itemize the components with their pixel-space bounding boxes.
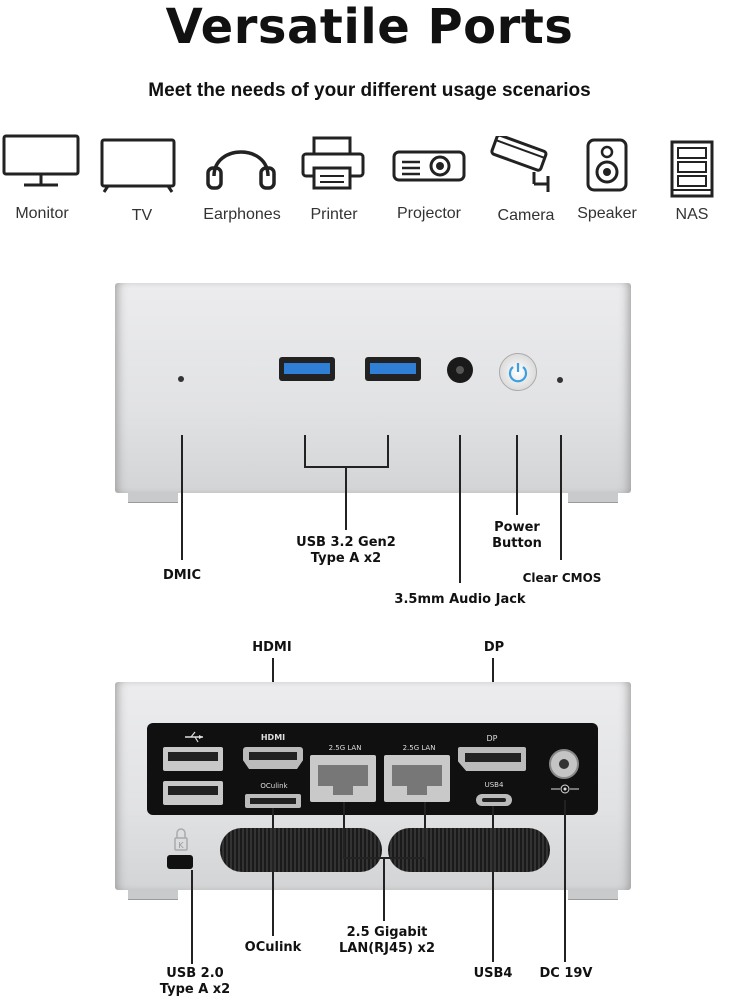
callout-usb20-line1: USB 2.0 — [166, 966, 224, 981]
power-icon — [508, 363, 528, 383]
front-foot-right — [568, 492, 618, 503]
dp-port — [458, 747, 526, 771]
vent-left — [220, 828, 382, 872]
usb32-line-left — [304, 435, 306, 467]
vent-right — [388, 828, 550, 872]
device-label-nas: NAS — [675, 206, 709, 223]
panel-label-hdmi: HDMI — [260, 733, 286, 742]
usb20-port-2 — [163, 781, 223, 805]
callout-usb32: USB 3.2 Gen2 Type A x2 — [280, 535, 412, 567]
callout-lan-line2: LAN(RJ45) x2 — [338, 941, 435, 956]
callout-dc: DC 19V — [539, 966, 593, 981]
page-subtitle: Meet the needs of your different usage s… — [148, 80, 591, 101]
device-label-tv: TV — [131, 207, 153, 224]
svg-text:K: K — [178, 841, 184, 850]
device-label-monitor: Monitor — [15, 205, 69, 222]
panel-label-lan1: 2.5G LAN — [328, 744, 362, 752]
callout-power: Power Button — [478, 520, 556, 552]
lan-line-down — [383, 857, 385, 921]
dmic-hole — [178, 376, 184, 382]
panel-label-usb4: USB4 — [484, 781, 504, 789]
hdmi-port — [243, 747, 303, 769]
front-foot-left — [128, 492, 178, 503]
panel-label-oculink: OCulink — [260, 782, 288, 790]
usb32-line-right — [387, 435, 389, 467]
dc-polarity-icon — [551, 784, 579, 794]
lan-line-right — [424, 802, 426, 858]
power-button[interactable] — [499, 353, 537, 391]
panel-label-dp: DP — [486, 734, 498, 743]
device-label-camera: Camera — [497, 207, 555, 224]
tv-icon — [100, 138, 176, 193]
clear-cmos-hole — [557, 377, 563, 383]
panel-label-lan2: 2.5G LAN — [402, 744, 436, 752]
callout-lan: 2.5 Gigabit LAN(RJ45) x2 — [320, 925, 454, 957]
oculink-line — [272, 808, 274, 936]
callout-usb4: USB4 — [473, 966, 513, 981]
kensington-slot — [167, 855, 193, 869]
nas-icon — [670, 140, 714, 198]
monitor-icon — [2, 134, 80, 187]
lan-port-1 — [310, 755, 376, 802]
lan-port-2 — [384, 755, 450, 802]
usb20-line — [191, 870, 193, 964]
page-title: Versatile Ports — [165, 0, 574, 55]
camera-icon — [490, 136, 550, 192]
rear-foot-right — [568, 889, 618, 900]
oculink-port — [245, 794, 301, 808]
usb32-port-2 — [365, 357, 421, 381]
callout-dp: DP — [483, 640, 505, 655]
headphones-icon — [206, 150, 276, 190]
dmic-line — [181, 435, 183, 560]
usb4-port — [476, 794, 512, 806]
device-label-speaker: Speaker — [577, 205, 637, 222]
device-label-printer: Printer — [310, 206, 358, 223]
device-label-projector: Projector — [396, 205, 462, 222]
usb32-line-down — [345, 466, 347, 530]
callout-dmic: DMIC — [162, 568, 202, 583]
callout-power-line1: Power — [494, 520, 540, 535]
device-label-earphones: Earphones — [203, 206, 281, 223]
usb4-line — [492, 806, 494, 962]
callout-lan-line1: 2.5 Gigabit — [346, 925, 428, 940]
dc-jack — [549, 749, 579, 779]
rear-foot-left — [128, 889, 178, 900]
dc-line — [564, 800, 566, 962]
power-line — [516, 435, 518, 515]
callout-hdmi: HDMI — [252, 640, 292, 655]
cmos-line — [560, 435, 562, 560]
audio-jack — [447, 357, 473, 383]
usb-symbol-icon — [185, 731, 203, 743]
callout-clear-cmos: Clear CMOS — [522, 571, 602, 585]
audio-line — [459, 435, 461, 583]
callout-oculink: OCulink — [244, 940, 302, 955]
projector-icon — [392, 150, 466, 182]
front-chassis — [115, 283, 631, 493]
callout-usb32-line2: Type A x2 — [310, 551, 382, 566]
lan-line-left — [343, 802, 345, 858]
callout-usb32-line1: USB 3.2 Gen2 — [296, 535, 396, 550]
callout-power-line2: Button — [492, 536, 542, 551]
callout-audio: 3.5mm Audio Jack — [394, 592, 526, 607]
speaker-icon — [586, 138, 628, 192]
callout-usb20: USB 2.0 Type A x2 — [140, 966, 250, 998]
callout-usb20-line2: Type A x2 — [159, 982, 231, 997]
printer-icon — [301, 136, 365, 190]
lock-icon: K — [174, 828, 188, 851]
usb32-port-1 — [279, 357, 335, 381]
usb20-port-1 — [163, 747, 223, 771]
